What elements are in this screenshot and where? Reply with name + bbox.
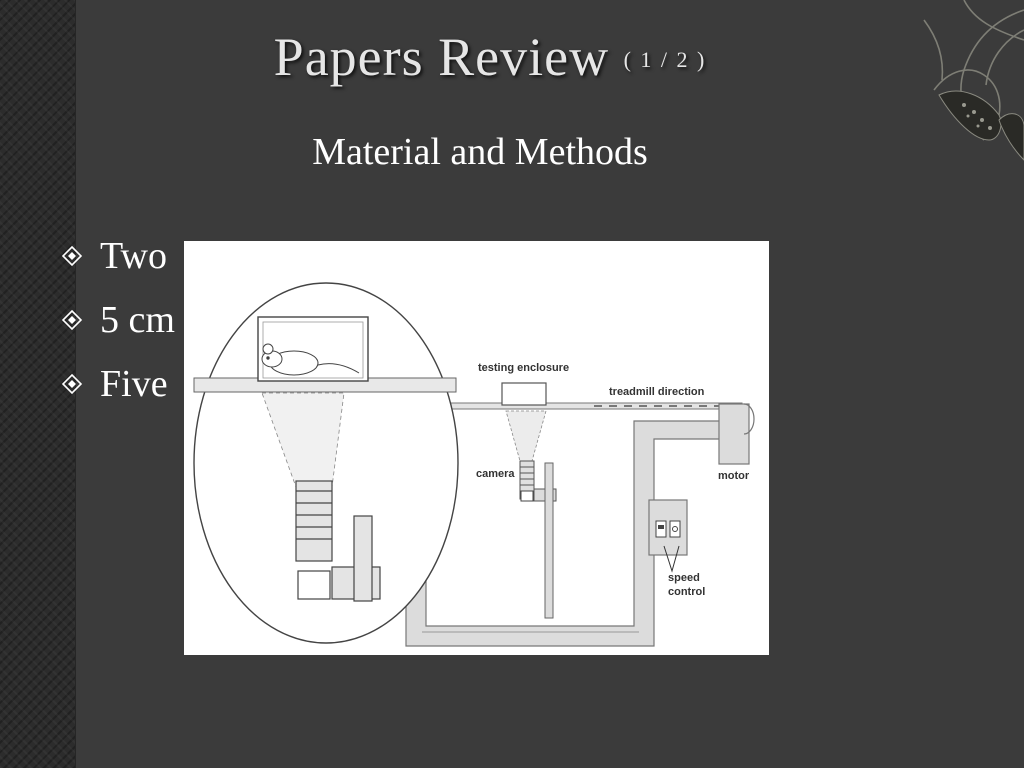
bullet-text: 5 cm bbox=[100, 299, 175, 341]
treadmill-belt bbox=[438, 402, 743, 410]
camera-label: camera bbox=[476, 468, 515, 480]
motor bbox=[718, 403, 755, 465]
speed-label: speed bbox=[668, 572, 700, 584]
diamond-bullet-icon bbox=[61, 373, 83, 395]
slide-title-page-indicator: ( 1 / 2 ) bbox=[623, 47, 707, 72]
camera bbox=[519, 460, 557, 619]
testing-enclosure-label: testing enclosure bbox=[478, 362, 569, 374]
control-label: control bbox=[668, 586, 705, 598]
floral-ornament-icon bbox=[923, 0, 1024, 161]
testing-enclosure bbox=[501, 382, 547, 406]
diamond-bullet-icon bbox=[61, 309, 83, 331]
magnified-detail bbox=[193, 282, 459, 644]
diamond-bullet-icon bbox=[61, 245, 83, 267]
bullet-text: Five bbox=[100, 363, 168, 405]
speed-control-box bbox=[648, 499, 688, 573]
treadmill-direction-label: treadmill direction bbox=[609, 386, 705, 398]
slide-title: Papers Review ( 1 / 2 ) bbox=[0, 26, 980, 88]
motor-label: motor bbox=[718, 470, 750, 482]
slide-subtitle: Material and Methods bbox=[312, 131, 648, 173]
treadmill-diagram: motor speed control testing enclosure tr… bbox=[193, 282, 755, 647]
slide-title-text: Papers Review bbox=[273, 27, 610, 87]
rat-icon bbox=[261, 343, 360, 376]
camera-detail bbox=[295, 480, 381, 602]
treadmill-apparatus-figure: motor speed control testing enclosure tr… bbox=[184, 241, 769, 655]
bullet-text: Two bbox=[100, 235, 168, 277]
